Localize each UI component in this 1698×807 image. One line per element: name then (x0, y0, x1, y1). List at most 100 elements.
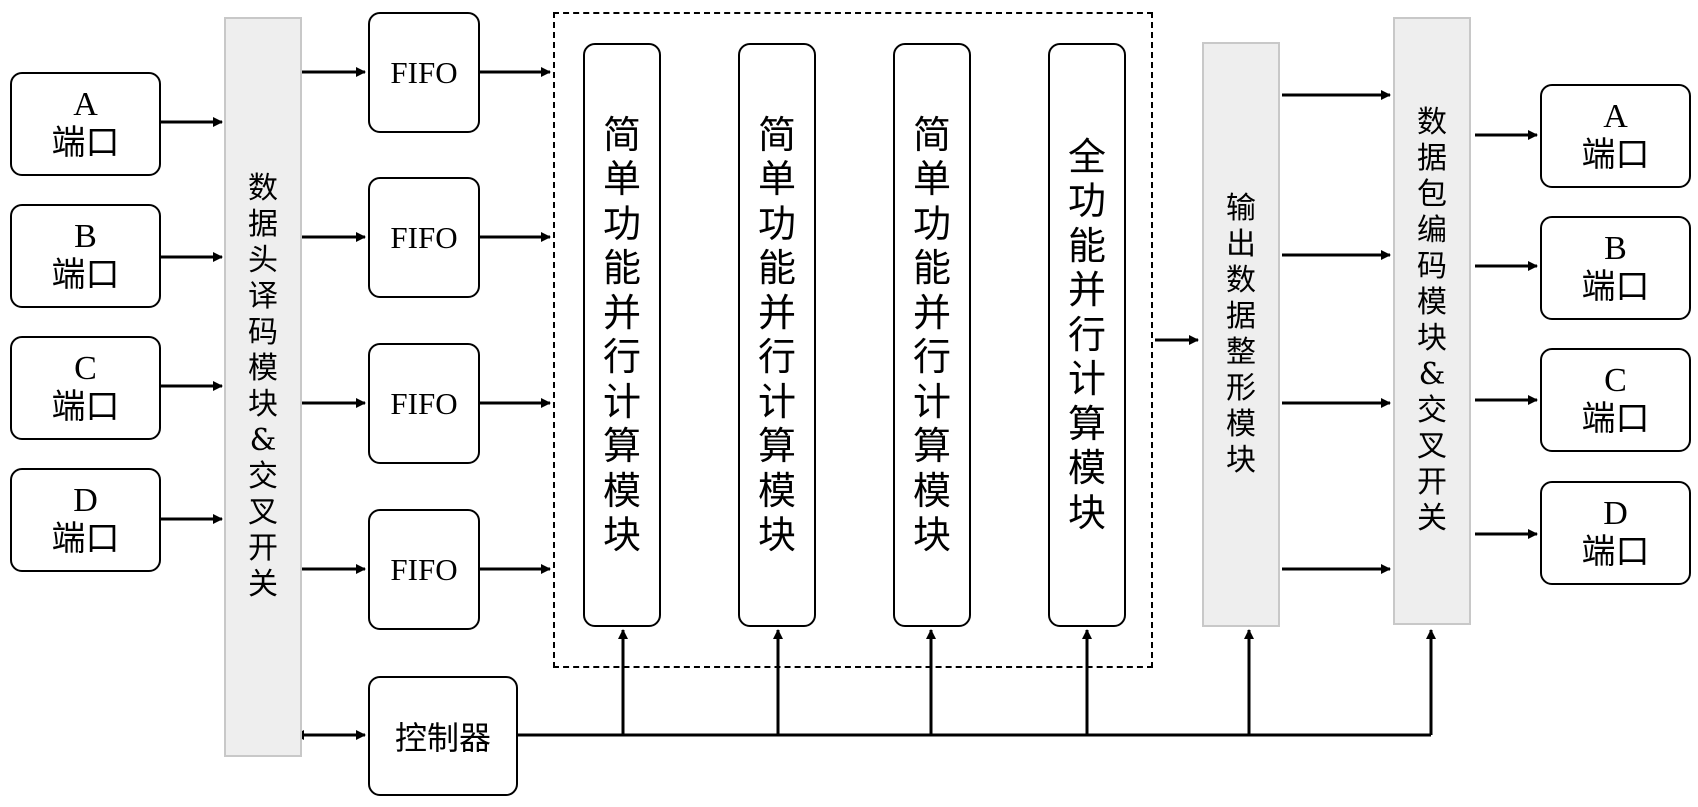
label-char: 全 (1067, 134, 1106, 179)
port-letter: D (1603, 494, 1628, 532)
label-char: 单 (757, 157, 796, 201)
decoder-crossbar-label: 数据头译码模块&交叉开关 (248, 171, 278, 603)
label-char: 输 (1226, 190, 1256, 226)
fifo-label: FIFO (390, 385, 458, 421)
compute-module-label: 简单功能并行计算模块 (758, 113, 796, 558)
compute-module-2: 简单功能并行计算模块 (738, 43, 816, 627)
label-char: 计 (602, 379, 641, 424)
output-port-d: D 端口 (1540, 481, 1691, 585)
input-port-b: B 端口 (10, 204, 161, 308)
port-letter: A (1603, 97, 1628, 135)
label-char: 码 (248, 315, 278, 350)
label-char: 块 (248, 387, 278, 422)
label-char: 行 (757, 335, 796, 379)
input-port-c: C 端口 (10, 336, 161, 440)
port-letter: C (1604, 361, 1627, 399)
label-char: 模 (1226, 406, 1256, 442)
label-char: 数 (1417, 105, 1447, 140)
output-port-c: C 端口 (1540, 348, 1691, 452)
port-label: 端口 (51, 387, 120, 427)
port-letter: C (74, 349, 97, 387)
label-char: 算 (757, 424, 796, 468)
label-char: 据 (1417, 141, 1447, 176)
input-port-a: A 端口 (10, 72, 161, 176)
fifo-4: FIFO (368, 509, 480, 630)
port-label: 端口 (1581, 135, 1650, 175)
port-label: 端口 (51, 123, 120, 163)
label-char: 模 (248, 351, 278, 386)
fifo-label: FIFO (390, 219, 458, 255)
label-char: 模 (602, 468, 641, 513)
port-letter: A (73, 85, 98, 123)
port-label: 端口 (1581, 267, 1650, 307)
label-char: 行 (1067, 312, 1106, 357)
compute-modules-group (553, 12, 1153, 668)
label-char: 算 (602, 424, 641, 468)
label-char: 包 (1417, 177, 1447, 212)
label-char: 译 (248, 279, 278, 314)
label-char: 叉 (248, 495, 278, 530)
label-char: 能 (1067, 223, 1106, 268)
label-char: 能 (602, 246, 641, 290)
input-port-d: D 端口 (10, 468, 161, 572)
label-char: 行 (912, 335, 951, 379)
port-letter: D (73, 481, 98, 519)
fifo-label: FIFO (390, 54, 458, 90)
label-char: 功 (757, 201, 796, 246)
port-label: 端口 (1581, 399, 1650, 439)
label-char: 并 (1067, 268, 1106, 313)
label-char: 形 (1226, 370, 1256, 406)
label-char: 开 (1417, 465, 1447, 500)
label-char: 交 (1417, 393, 1447, 428)
label-char: 编 (1417, 213, 1447, 248)
label-char: 算 (1067, 401, 1106, 446)
label-char: 出 (1226, 226, 1256, 262)
compute-module-label: 简单功能并行计算模块 (603, 113, 641, 558)
label-char: 模 (912, 468, 951, 513)
compute-module-3: 简单功能并行计算模块 (893, 43, 971, 627)
label-char: 简 (602, 112, 641, 157)
label-char: 据 (1226, 298, 1256, 334)
label-char: 单 (602, 157, 641, 201)
label-char: 块 (1226, 442, 1256, 478)
controller: 控制器 (368, 676, 518, 796)
compute-module-label: 简单功能并行计算模块 (913, 113, 951, 558)
label-char: 整 (1226, 334, 1256, 370)
label-char: 计 (1067, 357, 1106, 402)
label-char: 块 (912, 513, 951, 557)
label-char: 数 (1226, 262, 1256, 298)
label-char: 块 (1067, 490, 1106, 535)
label-char: 功 (1067, 179, 1106, 224)
label-char: 数 (248, 171, 278, 206)
output-shaping-module: 输出数据整形模块 (1202, 42, 1280, 627)
label-char: 功 (602, 201, 641, 246)
fifo-label: FIFO (390, 551, 458, 587)
label-char: 码 (1417, 249, 1447, 284)
label-char: 行 (602, 335, 641, 379)
label-char: 功 (912, 201, 951, 246)
label-char: 开 (248, 531, 278, 566)
label-char: 模 (1067, 446, 1106, 491)
port-letter: B (74, 217, 97, 255)
decoder-crossbar-module: 数据头译码模块&交叉开关 (224, 17, 302, 757)
label-char: 交 (248, 459, 278, 494)
label-char: 据 (248, 207, 278, 242)
label-char: 头 (248, 243, 278, 278)
port-label: 端口 (51, 255, 120, 295)
compute-module-label: 全功能并行计算模块 (1068, 135, 1106, 536)
label-char: 并 (912, 290, 951, 335)
output-shaping-label: 输出数据整形模块 (1226, 191, 1256, 479)
label-char: 简 (912, 112, 951, 157)
label-char: 算 (912, 424, 951, 468)
label-char: 单 (912, 157, 951, 201)
label-char: 并 (602, 290, 641, 335)
label-char: 并 (757, 290, 796, 335)
label-char: 块 (1417, 321, 1447, 356)
label-char: 叉 (1417, 429, 1447, 464)
label-char: 关 (1417, 501, 1447, 536)
label-char: 能 (757, 246, 796, 290)
label-char: 简 (757, 112, 796, 157)
label-char: 能 (912, 246, 951, 290)
output-port-b: B 端口 (1540, 216, 1691, 320)
